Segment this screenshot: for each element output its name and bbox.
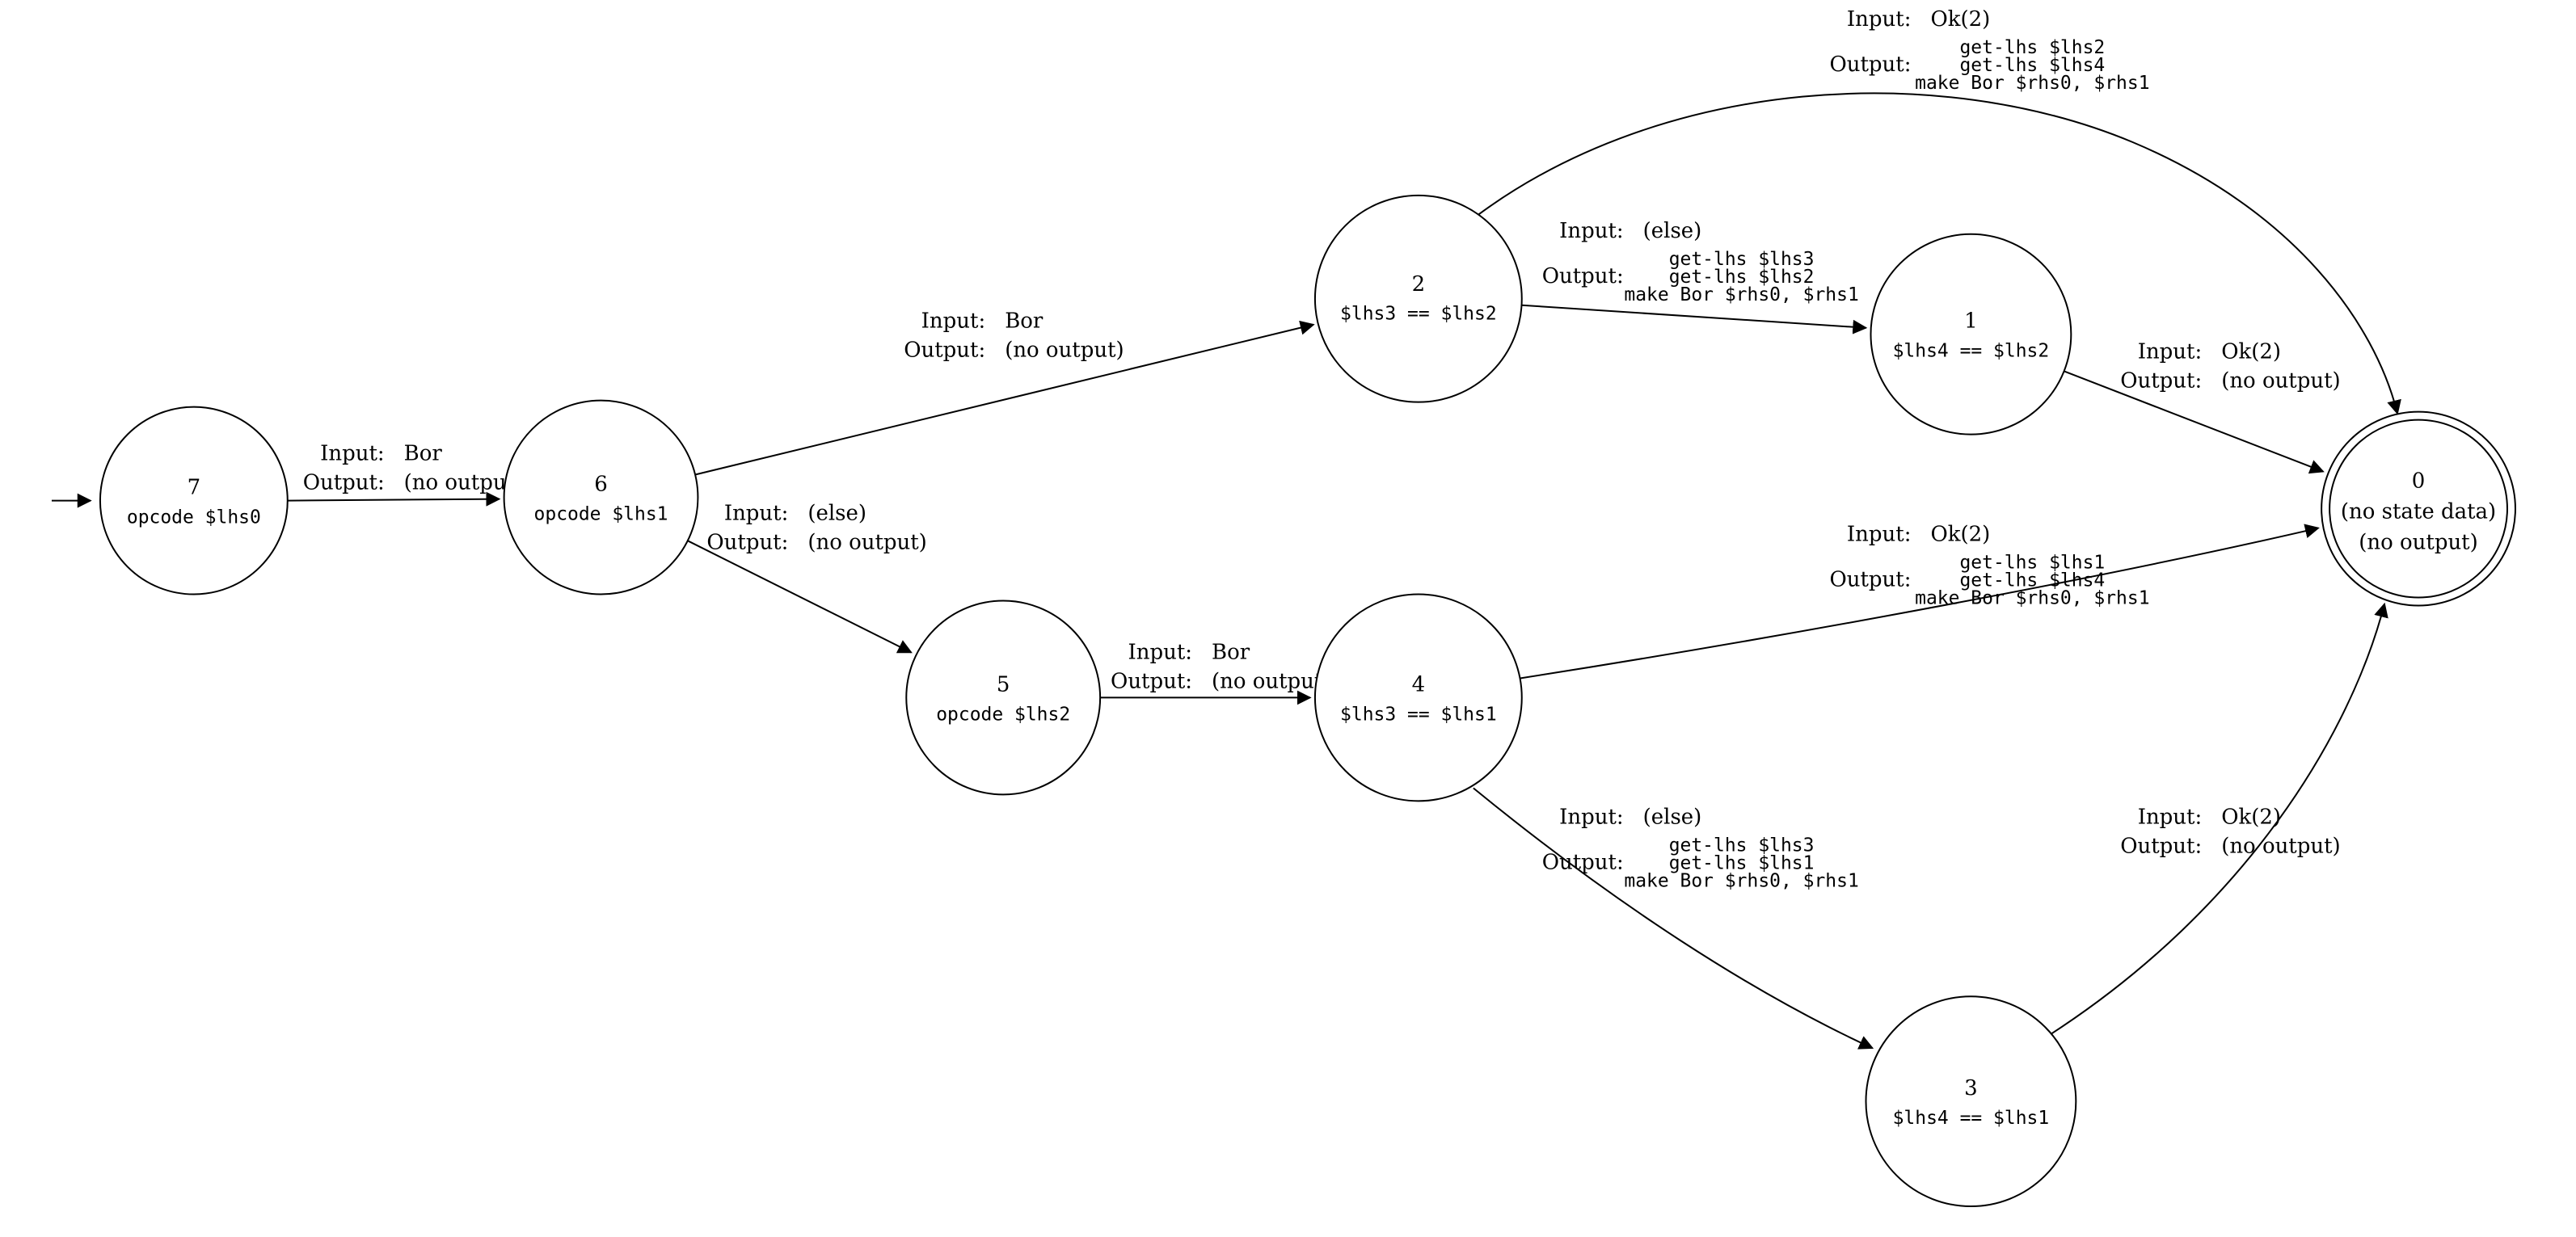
edge-4-3-input-value: (else) [1643, 805, 1702, 829]
edge-7-6-input-value: Bor [404, 442, 443, 466]
edge-2-0-input-key: Input: [1847, 7, 1912, 32]
edge-5-4-output-value: (no output) [1212, 669, 1330, 693]
edge-6-5-input-value: (else) [807, 502, 866, 526]
edge-2-0-output-line1: get-lhs $lhs2 [1959, 37, 2105, 58]
state-node-7-label: opcode $lhs0 [127, 507, 261, 528]
state-node-5-label: opcode $lhs2 [936, 704, 1070, 725]
edge-4-3-input-key: Input: [1559, 805, 1624, 829]
state-node-4-label: $lhs3 == $lhs1 [1340, 704, 1497, 725]
edge-4-0-output-line2: get-lhs $lhs4 [1959, 570, 2105, 591]
state-node-4: 4 $lhs3 == $lhs1 [1313, 593, 1523, 802]
edge-3-0-input-key: Input: [2138, 805, 2203, 829]
edge-2-1-input-key: Input: [1559, 219, 1624, 243]
state-node-6: 6 opcode $lhs1 [503, 399, 699, 595]
state-node-0-label-line2: (no output) [2359, 531, 2477, 555]
edge-2-0-output-key: Output: [1829, 53, 1911, 77]
state-node-5-id: 5 [997, 672, 1010, 696]
state-node-2: 2 $lhs3 == $lhs2 [1313, 194, 1523, 403]
state-node-1-label: $lhs4 == $lhs2 [1893, 341, 2050, 362]
edge-6-2-input-key: Input: [921, 309, 986, 334]
edge-5-4-input-key: Input: [1128, 640, 1193, 664]
state-node-1-id: 1 [1964, 309, 1978, 334]
edge-3-0: Input: Ok(2) Output: (no output) [2051, 602, 2388, 1035]
edge-7-6: Input: Bor Output: (no output) [287, 442, 523, 507]
edge-4-3-output-line1: get-lhs $lhs3 [1669, 835, 1815, 856]
state-node-6-label: opcode $lhs1 [534, 504, 668, 525]
edge-6-5: Input: (else) Output: (no output) [687, 502, 927, 654]
state-node-7: 7 opcode $lhs0 [99, 406, 289, 595]
state-node-0-id: 0 [2412, 469, 2426, 494]
edge-4-3: Input: (else) Output: get-lhs $lhs3 get-… [1473, 787, 1874, 1050]
edge-4-0-input-key: Input: [1847, 523, 1912, 547]
edge-2-1: Input: (else) Output: get-lhs $lhs3 get-… [1521, 219, 1868, 334]
state-node-4-id: 4 [1412, 672, 1426, 696]
state-node-1: 1 $lhs4 == $lhs2 [1870, 233, 2072, 435]
edge-2-0-output-line3: make Bor $rhs0, $rhs1 [1915, 73, 2149, 94]
state-node-6-id: 6 [594, 473, 608, 497]
edge-6-2-output-key: Output: [904, 339, 985, 363]
edge-5-4-output-key: Output: [1111, 669, 1192, 693]
state-node-0-label-line1: (no state data) [2341, 500, 2496, 524]
edge-3-0-output-key: Output: [2120, 834, 2202, 858]
state-node-3-label: $lhs4 == $lhs1 [1893, 1108, 2050, 1129]
edge-4-3-output-line3: make Bor $rhs0, $rhs1 [1624, 870, 1858, 891]
state-node-5: 5 opcode $lhs2 [905, 600, 1102, 796]
edge-5-4-input-value: Bor [1212, 640, 1250, 664]
edge-1-0-output-key: Output: [2120, 369, 2202, 393]
state-node-3: 3 $lhs4 == $lhs1 [1865, 995, 2077, 1208]
edge-2-1-output-line2: get-lhs $lhs2 [1669, 267, 1815, 288]
edge-4-0-output-key: Output: [1829, 568, 1911, 592]
edge-4-3-output-line2: get-lhs $lhs1 [1669, 852, 1815, 873]
edge-4-3-output-key: Output: [1542, 850, 1624, 874]
edge-2-0-input-value: Ok(2) [1930, 7, 1990, 32]
edge-5-4: Input: Bor Output: (no output) [1100, 640, 1330, 705]
state-node-2-id: 2 [1412, 272, 1426, 297]
edge-7-6-input-key: Input: [320, 442, 385, 466]
edge-4-0-output-line3: make Bor $rhs0, $rhs1 [1915, 588, 2149, 609]
edge-6-2: Input: Bor Output: (no output) [694, 309, 1315, 476]
state-node-2-label: $lhs3 == $lhs2 [1340, 304, 1497, 325]
edge-3-0-output-value: (no output) [2221, 834, 2340, 858]
edge-1-0: Input: Ok(2) Output: (no output) [2064, 340, 2341, 474]
edge-6-2-input-value: Bor [1005, 309, 1043, 334]
edge-2-1-output-line3: make Bor $rhs0, $rhs1 [1624, 284, 1858, 305]
edge-1-0-input-value: Ok(2) [2221, 340, 2281, 364]
edge-1-0-input-key: Input: [2138, 340, 2203, 364]
state-node-7-id: 7 [188, 476, 201, 500]
edge-2-1-input-value: (else) [1643, 219, 1702, 243]
edge-6-5-output-value: (no output) [807, 531, 926, 555]
edge-2-1-output-key: Output: [1542, 264, 1624, 288]
state-node-3-id: 3 [1964, 1076, 1978, 1100]
state-node-0-accepting: 0 (no state data) (no output) [2321, 410, 2516, 607]
edge-6-5-output-key: Output: [706, 531, 788, 555]
edge-2-1-output-line1: get-lhs $lhs3 [1669, 249, 1815, 270]
edge-6-2-output-value: (no output) [1005, 339, 1124, 363]
edge-7-6-output-key: Output: [303, 471, 385, 495]
edge-2-0: Input: Ok(2) Output: get-lhs $lhs2 get-l… [1478, 7, 2401, 415]
edge-7-6-output-value: (no output) [404, 471, 523, 495]
edge-1-0-output-value: (no output) [2221, 369, 2340, 393]
edge-4-0-output-line1: get-lhs $lhs1 [1959, 553, 2105, 574]
edge-3-0-input-value: Ok(2) [2221, 805, 2281, 829]
edge-6-5-input-key: Input: [724, 502, 789, 526]
edge-2-0-output-line2: get-lhs $lhs4 [1959, 55, 2105, 76]
edge-4-0: Input: Ok(2) Output: get-lhs $lhs1 get-l… [1520, 523, 2320, 680]
edge-4-0-input-value: Ok(2) [1930, 523, 1990, 547]
